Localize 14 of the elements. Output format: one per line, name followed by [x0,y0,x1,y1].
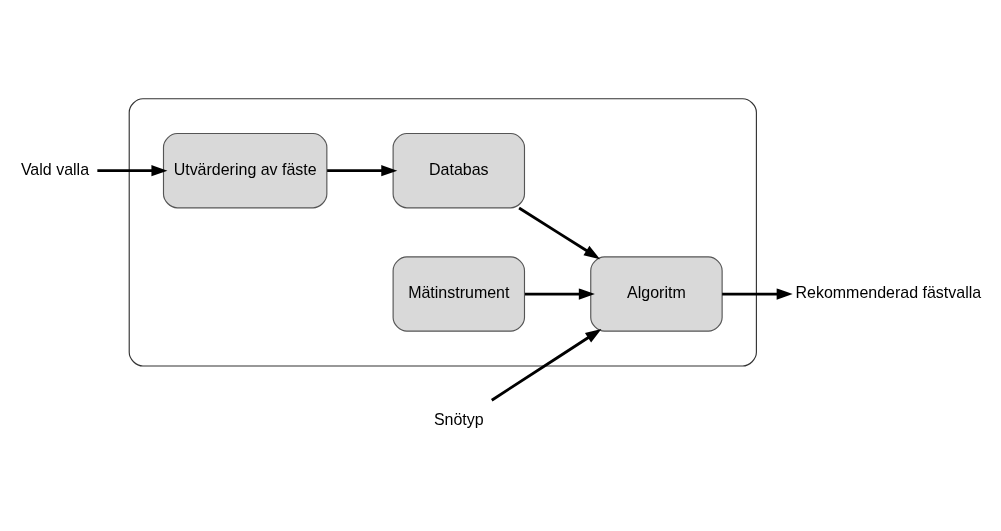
arrow [518,206,601,260]
node-box: Mätinstrument [392,256,526,332]
node-text: Snötyp [433,411,484,429]
arrow [525,288,595,300]
node-text: Vald valla [20,160,90,178]
node-text: Rekommenderad fästvalla [795,284,982,302]
node-box: Algoritm [590,256,723,332]
arrow [491,329,602,402]
node-box: Databas [392,133,526,209]
arrow [722,288,793,300]
arrow [327,165,398,177]
arrow [97,165,168,177]
node-box: Utvärdering av fäste [162,133,328,209]
cluster [128,98,757,367]
